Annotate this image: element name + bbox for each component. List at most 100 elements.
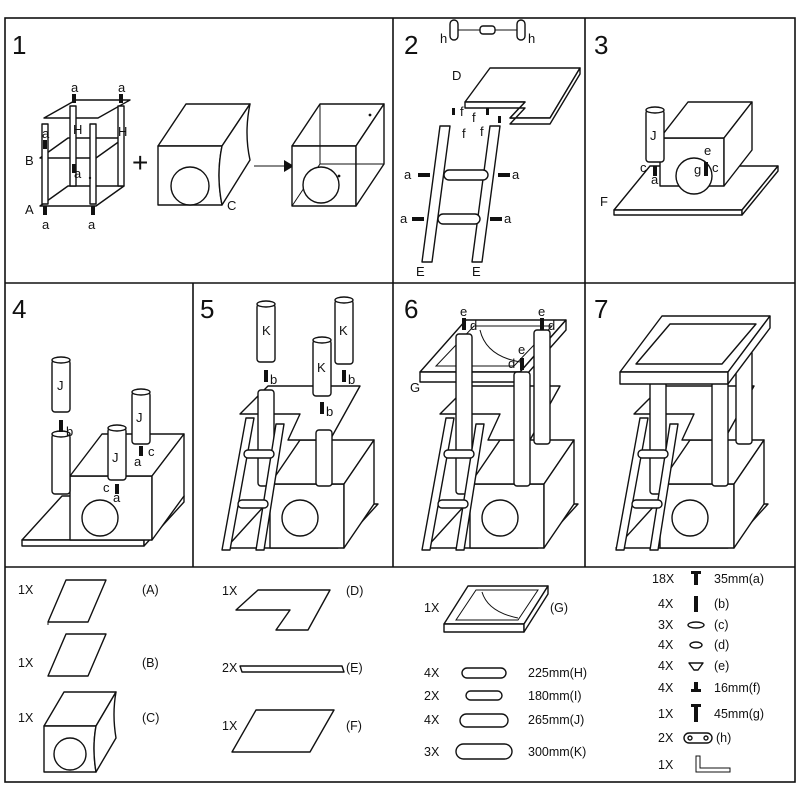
label-k: K [339, 323, 348, 338]
tube-qty-h: 4X [424, 666, 440, 680]
label-b: b [348, 372, 355, 387]
label-a: a [118, 80, 126, 95]
step-6-drawing: e d e d e d G [410, 304, 579, 551]
label-d: d [508, 356, 515, 371]
connector-b-icon [694, 596, 698, 612]
label-c: c [640, 160, 647, 175]
label-a: a [134, 454, 142, 469]
tube-qty-i: 2X [424, 689, 440, 703]
label-e: E [472, 264, 481, 279]
label-e: E [416, 264, 425, 279]
screw-f-icon [694, 682, 698, 691]
hw-qty-wrench: 1X [658, 758, 674, 772]
label-e: e [538, 304, 545, 319]
hw-size-h: (h) [716, 731, 731, 745]
label-b: b [270, 372, 277, 387]
tube-size-i: 180mm(I) [528, 689, 581, 703]
label-g: G [410, 380, 420, 395]
label-f: F [600, 194, 608, 209]
label-e: e [460, 304, 467, 319]
tube-qty-k: 3X [424, 745, 440, 759]
label-a: a [71, 80, 79, 95]
label-k: K [262, 323, 271, 338]
label-d: d [548, 318, 555, 333]
part-code-d: (D) [346, 584, 363, 598]
tube-k [455, 743, 513, 760]
label-e: e [704, 143, 711, 158]
plus-sign: + [132, 147, 148, 178]
part-qty-d: 1X [222, 584, 238, 598]
step-number-5: 5 [200, 294, 214, 324]
label-a: a [512, 167, 520, 182]
label-a: a [651, 172, 659, 187]
step-3-drawing: J e c a g c F [600, 101, 779, 216]
parts-list: 1X (A) 1X (B) 1X (C) 1X (D) 2X (E) 1X (F… [18, 571, 764, 773]
hw-size-e: (e) [714, 659, 729, 673]
label-g: g [694, 162, 701, 177]
label-a: a [88, 217, 96, 232]
part-qty-f: 1X [222, 719, 238, 733]
tube-size-k: 300mm(K) [528, 745, 586, 759]
cap-e-icon [688, 662, 704, 671]
label-d: D [452, 68, 461, 83]
hw-size-c: (c) [714, 618, 729, 632]
hw-size-d: (d) [714, 638, 729, 652]
hw-size-b: (b) [714, 597, 729, 611]
label-d: d [470, 318, 477, 333]
step-number-3: 3 [594, 30, 608, 60]
hw-qty-d: 4X [658, 638, 674, 652]
label-j: J [650, 128, 657, 143]
hw-qty-c: 3X [658, 618, 674, 632]
label-j: J [136, 410, 143, 425]
label-a: a [400, 211, 408, 226]
label-a-board: A [25, 202, 34, 217]
label-b: b [326, 404, 333, 419]
step-4-drawing: J b J J c a c a [21, 356, 185, 547]
part-b-board [47, 633, 107, 677]
label-h: h [528, 31, 535, 46]
label-h: H [73, 122, 82, 137]
part-code-c: (C) [142, 711, 159, 725]
washer-c-icon [687, 621, 705, 629]
label-a: a [42, 217, 50, 232]
part-f-board [231, 709, 335, 753]
label-h: H [118, 124, 127, 139]
label-j: J [57, 378, 64, 393]
part-code-a: (A) [142, 583, 159, 597]
step-1-drawing: a a H H a a B A a a + C [25, 80, 385, 232]
label-c: c [712, 160, 719, 175]
label-f: f [480, 124, 484, 139]
label-a: a [404, 167, 412, 182]
step-number-1: 1 [12, 30, 26, 60]
part-code-g: (G) [550, 601, 568, 615]
label-a: a [504, 211, 512, 226]
tube-h [461, 667, 507, 679]
part-code-e: (E) [346, 661, 363, 675]
step-2-drawing: h h D f f f f a a a a E E [400, 19, 581, 279]
part-qty-b: 1X [18, 656, 34, 670]
tube-j [459, 713, 509, 728]
tube-qty-j: 4X [424, 713, 440, 727]
part-d-board [235, 589, 331, 631]
screw-g-icon [694, 704, 698, 722]
hw-size-a: 35mm(a) [714, 572, 764, 586]
hw-qty-g: 1X [658, 707, 674, 721]
hw-qty-f: 4X [658, 681, 674, 695]
step-number-6: 6 [404, 294, 418, 324]
step-number-7: 7 [594, 294, 608, 324]
label-j: J [112, 450, 119, 465]
panel-grid [4, 17, 796, 783]
part-code-b: (B) [142, 656, 159, 670]
label-a: a [113, 490, 121, 505]
hw-size-g: 45mm(g) [714, 707, 764, 721]
label-f: f [460, 104, 464, 119]
label-b: b [66, 424, 73, 439]
step-number-2: 2 [404, 30, 418, 60]
label-k: K [317, 360, 326, 375]
hw-qty-h: 2X [658, 731, 674, 745]
label-b: B [25, 153, 34, 168]
tube-size-j: 265mm(J) [528, 713, 584, 727]
part-qty-g: 1X [424, 601, 440, 615]
part-a-board [47, 579, 107, 623]
